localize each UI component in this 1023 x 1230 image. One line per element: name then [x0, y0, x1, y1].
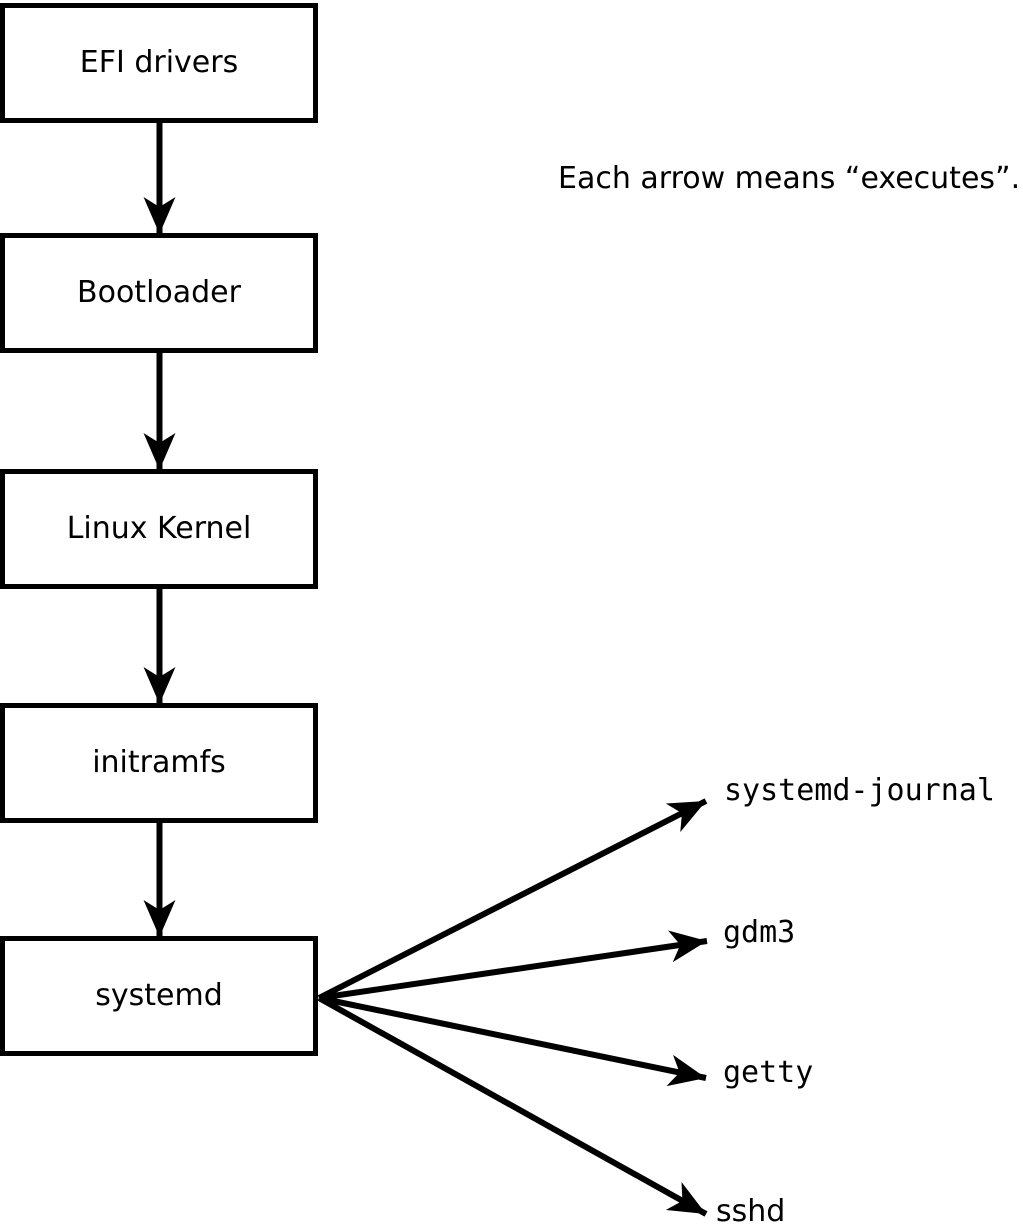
- process-label-sshd: sshd: [716, 1194, 786, 1229]
- process-label-gdm3: gdm3: [723, 915, 796, 950]
- flow-box-label: initramfs: [92, 745, 226, 780]
- process-label-getty: getty: [723, 1055, 814, 1090]
- arrow-systemd-to-gdm3: [318, 930, 708, 1001]
- flow-box-initramfs: initramfs: [0, 703, 318, 823]
- flow-box-label: EFI drivers: [79, 45, 239, 80]
- legend-note: Each arrow means “executes”.: [558, 161, 1021, 196]
- flow-box-bootloader: Bootloader: [0, 233, 318, 353]
- process-label-systemd-journal: systemd-journal: [724, 773, 995, 808]
- flow-box-label: Linux Kernel: [66, 511, 252, 546]
- flow-box-efi-drivers: EFI drivers: [0, 3, 318, 123]
- flow-box-label: Bootloader: [77, 275, 241, 310]
- arrow-systemd-to-getty: [318, 995, 707, 1087]
- arrow-systemd-to-sshd: [317, 995, 708, 1217]
- arrow-systemd-to-systemd-journal: [317, 798, 708, 1001]
- flow-box-label: systemd: [95, 978, 223, 1013]
- flow-box-linux-kernel: Linux Kernel: [0, 469, 318, 589]
- flow-box-systemd: systemd: [0, 936, 318, 1056]
